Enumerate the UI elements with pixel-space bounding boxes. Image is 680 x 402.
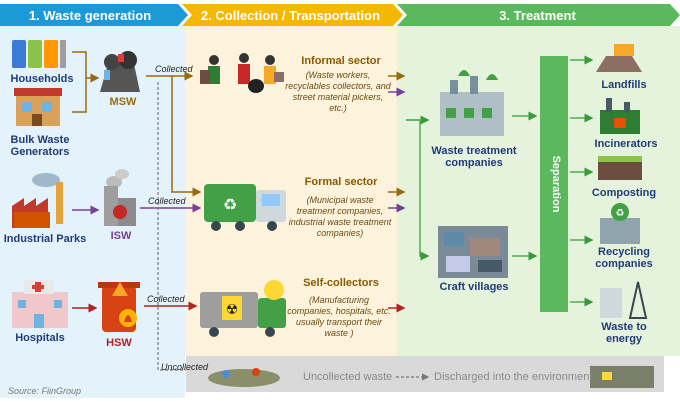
header-chevrons (0, 4, 680, 26)
msw-label: MSW (109, 96, 137, 108)
households-icon (12, 40, 66, 68)
wte-label: Waste to energy (601, 321, 647, 345)
svg-text:☢: ☢ (226, 302, 239, 318)
informal-desc: (Waste workers, recyclables collectors, … (285, 70, 391, 113)
uncollected-waste-icon (208, 368, 280, 387)
formal-desc: (Municipal waste treatment companies, in… (288, 195, 392, 238)
header-treatment: 3. Treatment (499, 7, 576, 23)
waste-to-energy-icon (600, 281, 648, 319)
self-desc: (Manufacturing companies, hospitals, etc… (287, 295, 391, 338)
hospitals-label: Hospitals (15, 332, 65, 344)
discharged-text: Discharged into the environment (434, 371, 593, 383)
msw-icon (100, 51, 140, 92)
incinerator-icon (600, 98, 640, 134)
formal-title: Formal sector (304, 176, 378, 188)
hsw-label: HSW (106, 337, 132, 349)
industrial-park-icon (12, 173, 63, 228)
craft-village-photo (438, 226, 508, 278)
waste-treatment-company-icon (440, 70, 504, 136)
wtc-label: Waste treatment companies (431, 145, 517, 169)
collected-label-isw: Collected (148, 196, 186, 206)
craft-label: Craft villages (439, 281, 509, 293)
collected-label-msw: Collected (155, 64, 193, 74)
formal-truck-icon: ♻ (204, 184, 286, 231)
informal-title: Informal sector (301, 55, 381, 67)
isw-label: ISW (110, 230, 132, 242)
hsw-icon (98, 282, 140, 332)
svg-text:♻: ♻ (616, 208, 625, 219)
landfill-icon (596, 44, 642, 72)
isw-icon (104, 169, 136, 226)
header-generation: 1. Waste generation (28, 7, 152, 23)
uncollected-label: Uncollected (161, 362, 209, 372)
self-title: Self-collectors (303, 277, 379, 289)
informal-sector-icon (200, 53, 284, 93)
recycling-label: Recycling companies (595, 246, 653, 270)
environment-icon (590, 366, 654, 388)
uncollected-waste-text: Uncollected waste (303, 371, 393, 383)
households-label: Households (10, 73, 74, 85)
hospital-icon (12, 280, 68, 328)
header-collection: 2. Collection / Transportation (200, 7, 381, 23)
collected-label-hsw: Collected (147, 294, 185, 304)
source-note: Source: FiinGroup (8, 386, 82, 396)
bulk-generator-icon (14, 88, 62, 126)
separation-bar (540, 56, 568, 312)
composting-icon (598, 156, 642, 180)
industrial-label: Industrial Parks (3, 233, 87, 245)
bulk-label: Bulk Waste Generators (10, 134, 70, 158)
landfills-label: Landfills (601, 79, 647, 91)
incinerators-label: Incinerators (594, 138, 658, 150)
separation-label: Separation (550, 155, 562, 213)
self-collector-truck-icon: ☢ (200, 280, 286, 337)
recycling-icon: ♻ (600, 203, 640, 244)
composting-label: Composting (591, 187, 657, 199)
svg-text:♻: ♻ (223, 195, 237, 214)
